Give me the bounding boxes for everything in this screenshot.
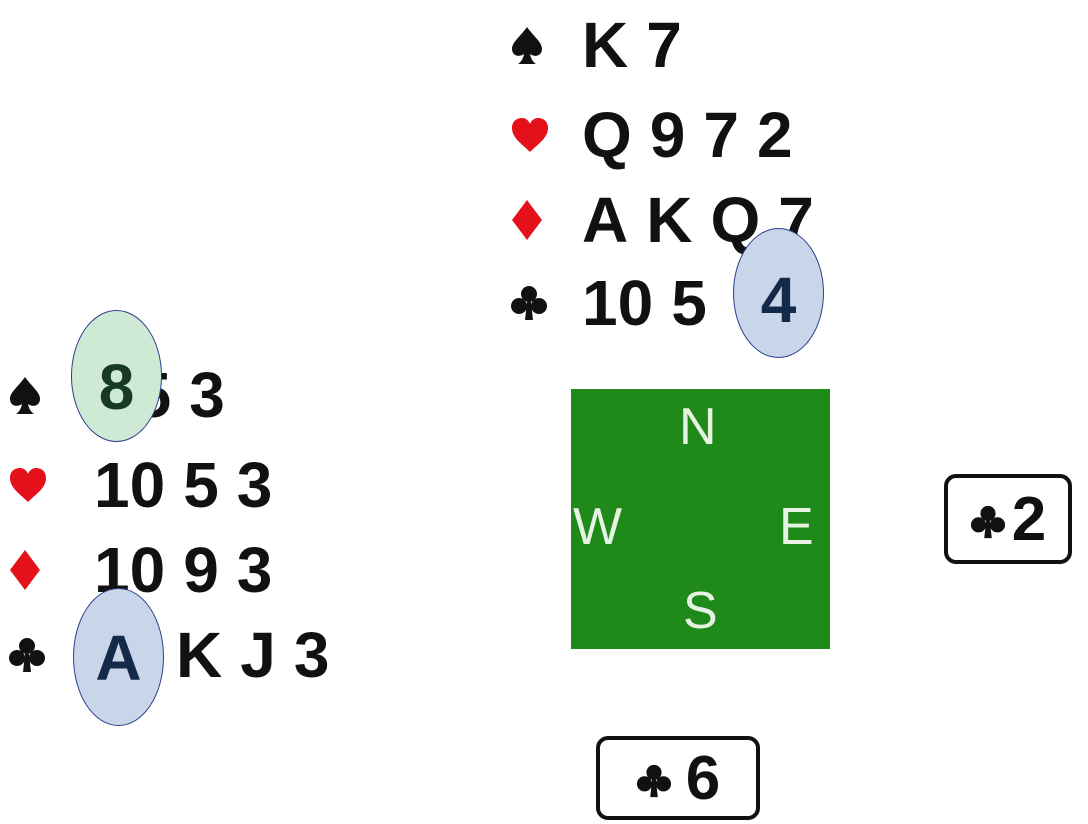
club-icon (8, 636, 80, 674)
spade-icon (8, 375, 80, 415)
north-spade-card: 7 (646, 9, 682, 81)
table-compass: N W E S (571, 389, 830, 649)
north-heart-card: Q (582, 99, 632, 171)
west-heart-card: 5 (183, 449, 219, 521)
north-club-card: 5 (671, 267, 707, 339)
west-spade-highlighted-card: 8 (98, 351, 135, 423)
west-spade-highlight (71, 310, 162, 442)
north-diamond-card: A (582, 184, 629, 256)
south-played-rank: 6 (685, 743, 721, 813)
compass-south: S (683, 582, 718, 640)
club-icon (636, 743, 672, 814)
east-played-rank: 2 (1011, 484, 1047, 554)
north-club-card: 10 (582, 267, 654, 339)
heart-icon (510, 116, 582, 154)
west-club-card: K (176, 619, 223, 691)
west-diamond-card: 3 (236, 534, 273, 606)
north-club-highlighted-card: 4 (760, 264, 797, 336)
south-played-card: 6 (596, 736, 760, 820)
west-club-highlighted-card: A (95, 622, 142, 694)
north-heart-card: 2 (756, 99, 793, 171)
north-club-highlight (733, 228, 824, 358)
compass-west: W (573, 498, 623, 556)
west-spade-card: 3 (189, 359, 225, 431)
spade-icon (510, 25, 582, 65)
west-heart-card: 3 (236, 449, 273, 521)
west-diamond-card: 9 (183, 534, 219, 606)
diamond-icon (510, 198, 582, 242)
west-club-card: J (240, 619, 276, 691)
north-diamond-card: K (646, 184, 693, 256)
compass-north: N (679, 398, 717, 456)
north-heart-card: 7 (703, 99, 739, 171)
east-played-card: 2 (944, 474, 1072, 564)
heart-icon (8, 466, 80, 504)
west-club-highlight (73, 588, 164, 726)
club-icon (510, 284, 582, 322)
club-icon (970, 484, 1006, 555)
compass-east: E (779, 498, 814, 556)
north-heart-card: 9 (649, 99, 686, 171)
diamond-icon (8, 548, 80, 592)
north-spade-card: K (582, 9, 629, 81)
west-heart-card: 10 (94, 449, 166, 521)
west-club-card: 3 (293, 619, 330, 691)
